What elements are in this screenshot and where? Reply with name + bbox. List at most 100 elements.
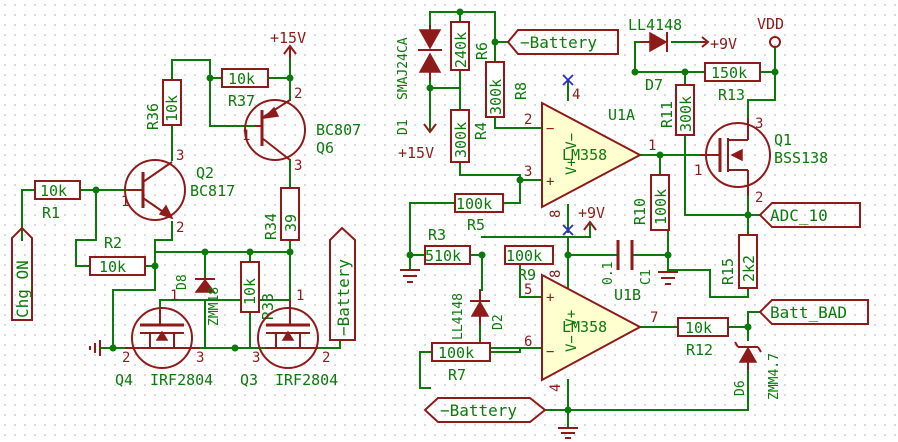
plus15-label-1: +15V bbox=[270, 29, 306, 47]
d1-ref: D1 bbox=[396, 119, 411, 135]
q6-pin-2: 2 bbox=[294, 86, 302, 102]
u1a-value: LM358 bbox=[562, 146, 607, 164]
mosfet-q1: 3 2 1 Q1 BSS138 bbox=[694, 116, 828, 206]
c1-value: 0.1 bbox=[601, 262, 616, 285]
vdd-label: VDD bbox=[757, 15, 784, 33]
q6-pin-1: 1 bbox=[242, 128, 250, 144]
q3-value: IRF2804 bbox=[275, 371, 338, 389]
ground-r3 bbox=[400, 269, 420, 283]
u1b-pin-8: 8 bbox=[548, 270, 564, 278]
battery-bottom-text: −Battery bbox=[440, 401, 517, 420]
resistor-r6: 240k R6 bbox=[450, 21, 491, 71]
r5-value: 100k bbox=[456, 195, 492, 213]
r12-ref: R12 bbox=[686, 341, 713, 359]
u1b-pin-6: 6 bbox=[524, 334, 532, 350]
q3-pin-1: 1 bbox=[296, 288, 304, 304]
power-plus15-right: +15V bbox=[398, 123, 437, 162]
r33-value: 10k bbox=[241, 278, 259, 305]
u1a-ref: U1A bbox=[608, 106, 635, 124]
u1b-value: LM358 bbox=[562, 318, 607, 336]
q1-pin-2: 2 bbox=[755, 190, 763, 206]
r5-ref: R5 bbox=[467, 216, 485, 234]
u1a-minus: − bbox=[546, 121, 554, 137]
power-plus9-mid: +9V bbox=[578, 204, 605, 231]
battery-left-text: −Battery bbox=[334, 259, 353, 336]
diode-d7: LL4148 D7 bbox=[628, 16, 682, 94]
r9-ref: R9 bbox=[518, 266, 536, 284]
ground-c1 bbox=[658, 271, 678, 285]
q2-pin-2: 2 bbox=[176, 220, 184, 236]
r1-ref: R1 bbox=[42, 204, 60, 222]
d6-value: ZMM4.7 bbox=[767, 353, 782, 400]
q4-pin-2: 2 bbox=[122, 350, 130, 366]
chg-on-text: Chg_ON bbox=[13, 260, 32, 318]
mosfet-q3: 3 2 1 Q3 IRF2804 bbox=[240, 288, 338, 389]
d7-ref: D7 bbox=[645, 76, 663, 94]
u1a-pin-8: 8 bbox=[548, 210, 564, 218]
batt-bad-text: Batt_BAD bbox=[770, 303, 847, 322]
resistor-r5: 100k R5 bbox=[454, 193, 504, 234]
mosfet-q4: 2 3 1 Q4 IRF2804 bbox=[115, 288, 213, 389]
u1a-rails: V+ V− bbox=[564, 133, 580, 175]
d8-ref: D8 bbox=[175, 274, 190, 290]
no-connect-marks bbox=[562, 74, 574, 236]
u1a-pin-2: 2 bbox=[524, 112, 532, 128]
d2-ref: D2 bbox=[491, 314, 506, 330]
transistor-q2: 1 3 2 Q2 BC817 bbox=[121, 148, 235, 236]
r4-ref: R4 bbox=[472, 122, 490, 140]
r36-value: 10k bbox=[163, 95, 181, 122]
q2-pin-1: 1 bbox=[121, 194, 129, 210]
r13-value: 150k bbox=[711, 64, 747, 82]
r1-value: 10k bbox=[40, 182, 67, 200]
q4-pin-1: 1 bbox=[170, 288, 178, 304]
u1b-minus: − bbox=[546, 344, 554, 360]
power-vdd: VDD bbox=[757, 15, 784, 48]
r6-ref: R6 bbox=[473, 42, 491, 60]
r8-ref: R8 bbox=[512, 82, 530, 100]
u1b-plus: + bbox=[546, 290, 554, 306]
resistor-r1: 10k R1 bbox=[34, 180, 81, 222]
plus9-label-1: +9V bbox=[710, 35, 737, 53]
r15-ref: R15 bbox=[719, 258, 737, 285]
r7-value: 100k bbox=[438, 344, 474, 362]
u1b-pin-4: 4 bbox=[548, 384, 564, 392]
u1a-plus: + bbox=[546, 174, 554, 190]
battery-top-text: −Battery bbox=[520, 33, 597, 52]
opamp-u1b: + − V− V+ LM358 U1B 5 6 7 8 4 bbox=[524, 270, 658, 392]
r8-value: 300k bbox=[487, 79, 505, 115]
plus15-label-2: +15V bbox=[398, 144, 434, 162]
r7-ref: R7 bbox=[448, 366, 466, 384]
q1-ref: Q1 bbox=[774, 131, 792, 149]
opamp-u1a: − + V+ V− LM358 U1A 2 3 1 4 8 bbox=[524, 87, 656, 218]
resistor-r11: 300k R11 bbox=[658, 84, 695, 136]
ground-q4 bbox=[89, 340, 101, 356]
q2-ref: Q2 bbox=[196, 164, 214, 182]
resistor-r9: 100k R9 bbox=[504, 245, 554, 284]
q4-ref: Q4 bbox=[115, 371, 133, 389]
q1-pin-1: 1 bbox=[694, 163, 702, 179]
r9-value: 100k bbox=[506, 247, 542, 265]
q6-pin-3: 3 bbox=[294, 158, 302, 174]
net-label-chg-on: Chg_ON bbox=[11, 226, 33, 321]
r34-value: 39 bbox=[282, 214, 300, 232]
r11-ref: R11 bbox=[658, 101, 676, 128]
r15-value: 2k2 bbox=[740, 255, 758, 282]
diode-d6: D6 ZMM4.7 bbox=[733, 341, 782, 400]
diode-d2: LL4148 D2 bbox=[451, 290, 506, 340]
q4-pin-3: 3 bbox=[196, 350, 204, 366]
wires bbox=[21, 11, 776, 429]
d7-value: LL4148 bbox=[628, 16, 682, 34]
net-label-battery-top: −Battery bbox=[506, 29, 619, 55]
u1b-pin-7: 7 bbox=[650, 310, 658, 326]
plus9-label-2: +9V bbox=[578, 204, 605, 222]
q6-value: BC807 bbox=[316, 121, 361, 139]
u1b-rails: V− V+ bbox=[564, 310, 580, 352]
q1-pin-3: 3 bbox=[755, 116, 763, 132]
resistor-r15: 2k2 R15 bbox=[719, 234, 758, 289]
net-label-battery-left: −Battery bbox=[329, 226, 356, 341]
power-plus9-top: +9V bbox=[700, 35, 737, 53]
r13-ref: R13 bbox=[718, 86, 745, 104]
u1a-pin-1: 1 bbox=[648, 138, 656, 154]
adc-text: ADC_10 bbox=[770, 206, 828, 225]
